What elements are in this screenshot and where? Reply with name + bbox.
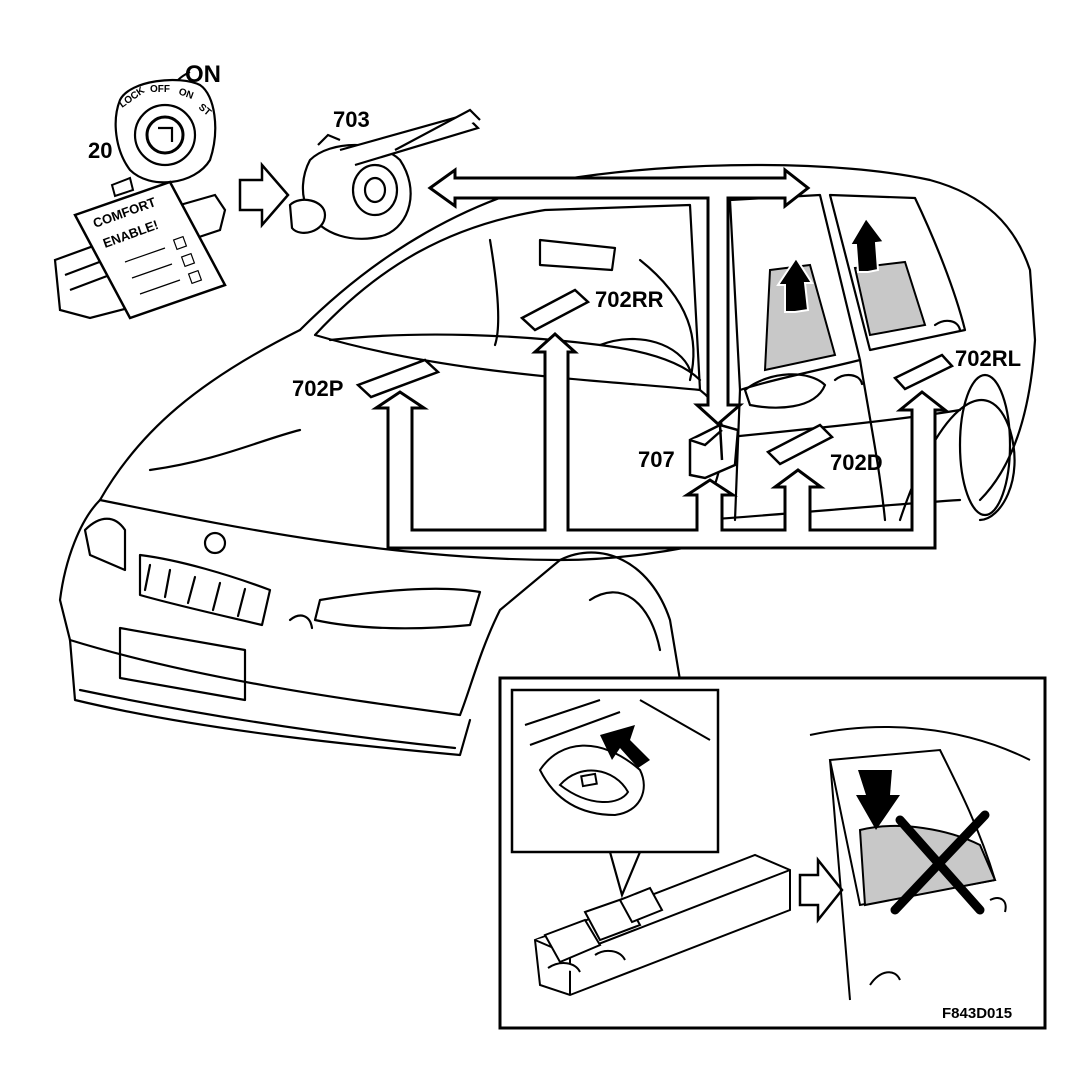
inset-flow-arrow: [798, 856, 844, 924]
ignition-pos-off: OFF: [150, 84, 170, 95]
switch-box-702D: [765, 423, 835, 466]
label-707: 707: [638, 447, 675, 472]
label-702D: 702D: [830, 450, 883, 475]
switch-box-702P: [355, 358, 441, 399]
comfort-enable-card: COMFORT ENABLE!: [73, 176, 227, 320]
no-action-cross-icon: [890, 810, 990, 915]
label-702RL: 702RL: [955, 346, 1021, 371]
ignition-pos-on: ON: [177, 86, 195, 101]
window-up-arrows: [776, 216, 886, 313]
inset-switch-closeup: [524, 699, 711, 817]
inset-callout-pointer: [608, 851, 642, 899]
connection-arrows: [371, 166, 950, 550]
ignition-pos-st: ST: [196, 102, 213, 119]
car-illustration: [58, 163, 1037, 757]
label-ignition-on: ON: [185, 61, 221, 88]
window-switch-panel: [533, 853, 791, 997]
labels: ON 20 703 702P 702RR 702RL 702D 707 F843…: [88, 61, 1021, 1022]
inset-window-down-arrow: [856, 770, 900, 830]
switch-box-702RR: [519, 288, 591, 332]
label-703: 703: [333, 107, 370, 132]
ignition-on-pointer: [177, 71, 191, 81]
ignition-switch: LOCK OFF ON ST: [114, 78, 217, 184]
label-702P: 702P: [292, 376, 343, 401]
inset-press-arrow: [600, 725, 650, 768]
switch-boxes: [355, 288, 955, 480]
switch-box-702RL: [892, 353, 955, 391]
steering-module-703: [288, 108, 481, 240]
flow-arrow-card-to-module: [238, 161, 290, 229]
figure-code: F843D015: [942, 1005, 1012, 1022]
label-ignition-20: 20: [88, 138, 112, 163]
label-702RR: 702RR: [595, 287, 664, 312]
